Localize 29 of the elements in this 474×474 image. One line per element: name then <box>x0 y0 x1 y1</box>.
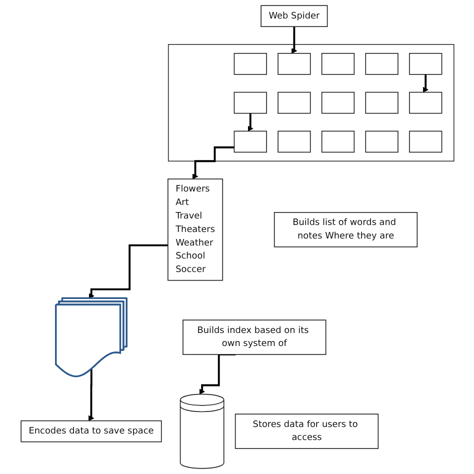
node-box <box>364 130 398 153</box>
node-box: Encodes data to save space <box>20 420 162 442</box>
node-cylinder <box>179 394 224 469</box>
node-box <box>408 130 442 153</box>
node-box <box>320 52 354 75</box>
node-box <box>320 92 354 114</box>
node-box <box>233 92 266 114</box>
arrow <box>422 73 428 93</box>
arrow <box>192 146 234 180</box>
node-box <box>233 52 266 75</box>
node-box: Builds index based on its own system of <box>182 320 326 355</box>
node-box: Flowers Art Travel Theaters Weather School Soccer <box>167 178 223 281</box>
node-box <box>233 130 266 153</box>
node-box <box>364 52 398 75</box>
arrow <box>88 368 94 422</box>
arrow <box>198 354 236 394</box>
arrow <box>290 26 296 54</box>
node-box: Web Spider <box>260 5 328 27</box>
node-box <box>277 52 310 75</box>
node-box: Stores data for users to access <box>234 414 378 449</box>
node-box <box>408 92 442 114</box>
node-box: Builds list of words and notes Where they are <box>273 212 418 248</box>
arrow <box>88 244 168 299</box>
node-box <box>364 92 398 114</box>
arrow <box>247 112 253 132</box>
node-box <box>277 130 310 153</box>
node-box <box>277 92 310 114</box>
node-box <box>408 52 442 75</box>
node-box <box>320 130 354 153</box>
